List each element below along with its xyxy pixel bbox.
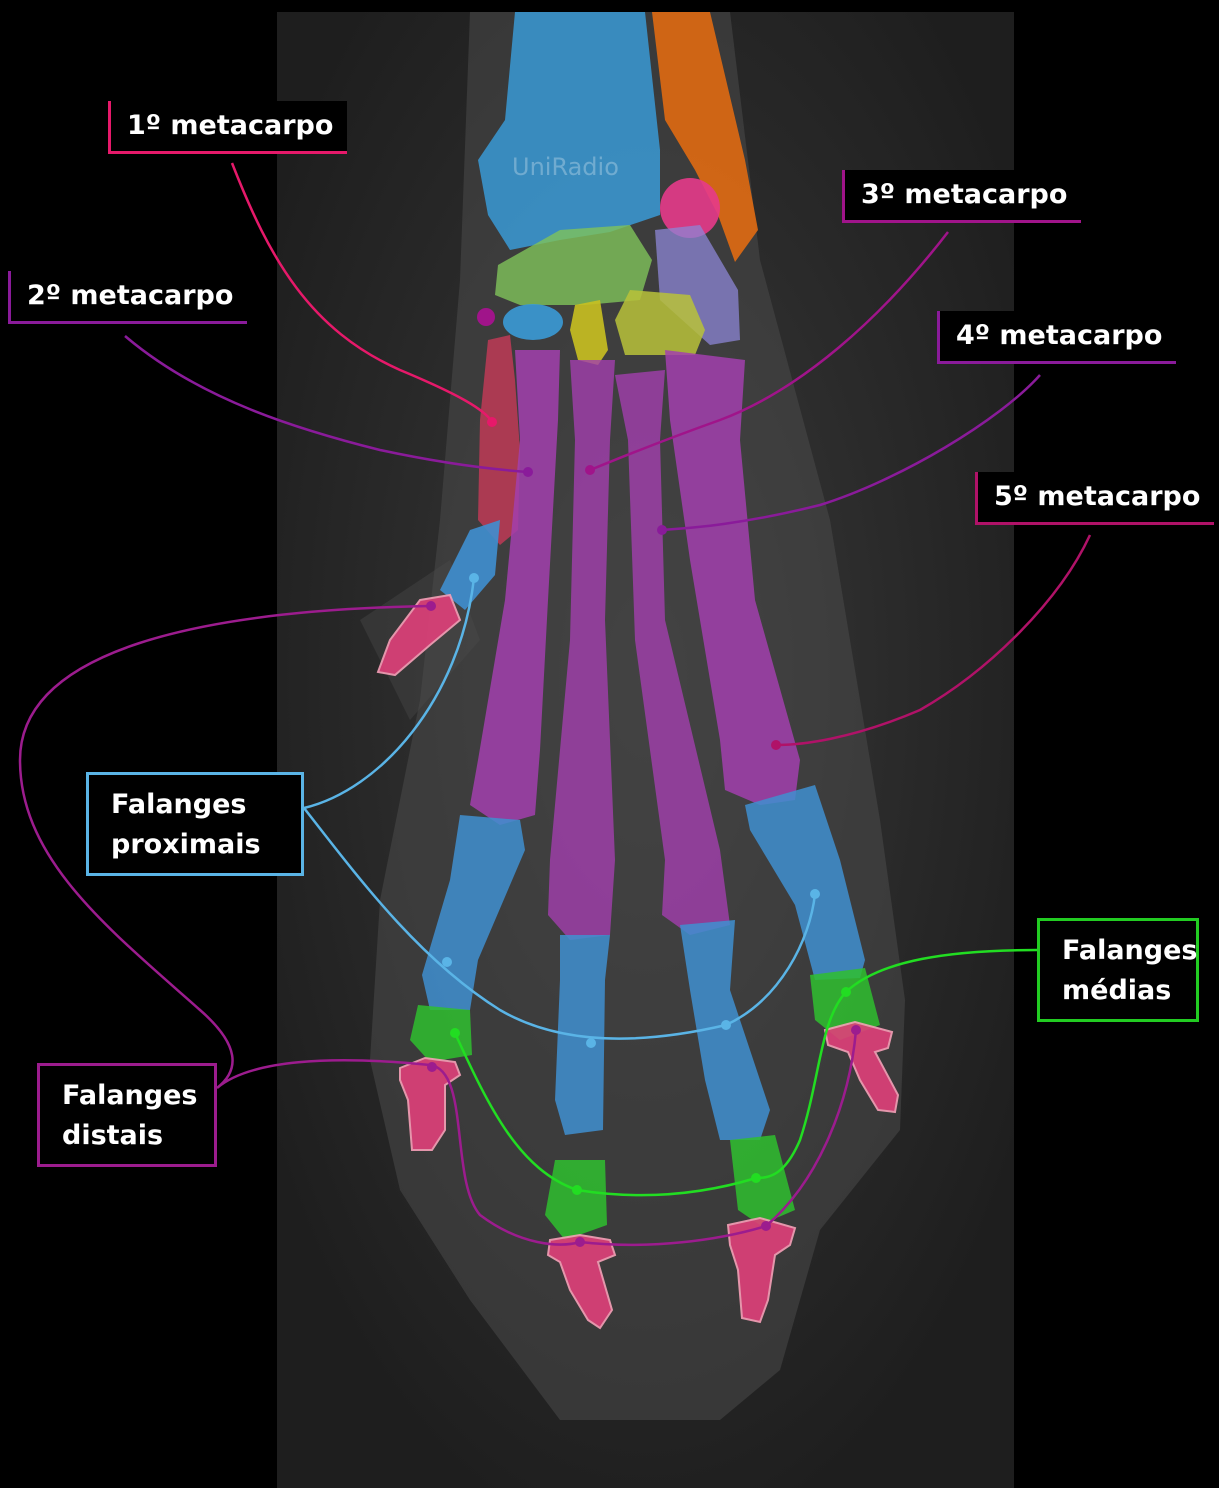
dot-dist-4 [761,1221,771,1231]
label-metacarpo-3: 3º metacarpo [842,170,1081,223]
dot-prox-3 [586,1038,596,1048]
proximal-phalanx-3 [555,935,610,1135]
dot-dist-dewclaw [426,601,436,611]
dot-prox-5 [810,889,820,899]
label-medias-line1: Falanges [1062,931,1182,971]
carpal-olive [615,290,705,355]
dot-prox-2 [442,957,452,967]
dot-mc3 [585,465,595,475]
dot-med-3 [572,1185,582,1195]
dot-dist-2 [427,1062,437,1072]
label-metacarpo-1: 1º metacarpo [108,101,347,154]
dot-med-5 [841,987,851,997]
label-distais-line1: Falanges [62,1076,200,1116]
dot-prox-4 [721,1020,731,1030]
dot-mc4 [657,525,667,535]
label-falanges-distais: Falanges distais [37,1063,217,1167]
label-medias-line2: médias [1062,971,1182,1011]
watermark: UniRadio [512,153,619,181]
label-distais-line2: distais [62,1116,200,1156]
label-metacarpo-5: 5º metacarpo [975,472,1214,525]
dot-med-4 [751,1173,761,1183]
dot-dist-3 [575,1237,585,1247]
dot-mc1 [487,417,497,427]
label-metacarpo-4: 4º metacarpo [937,311,1176,364]
dot-med-2 [450,1028,460,1038]
dot-prox-dewclaw [469,573,479,583]
dot-mc5 [771,740,781,750]
carpal-tiny-magenta [477,308,495,326]
dot-dist-5 [851,1025,861,1035]
label-metacarpo-2: 2º metacarpo [8,271,247,324]
label-falanges-proximais: Falanges proximais [86,772,304,876]
label-falanges-medias: Falanges médias [1037,918,1199,1022]
carpal-small-blue [503,304,563,340]
dot-mc2 [523,467,533,477]
label-proximais-line2: proximais [111,825,287,865]
label-proximais-line1: Falanges [111,785,287,825]
